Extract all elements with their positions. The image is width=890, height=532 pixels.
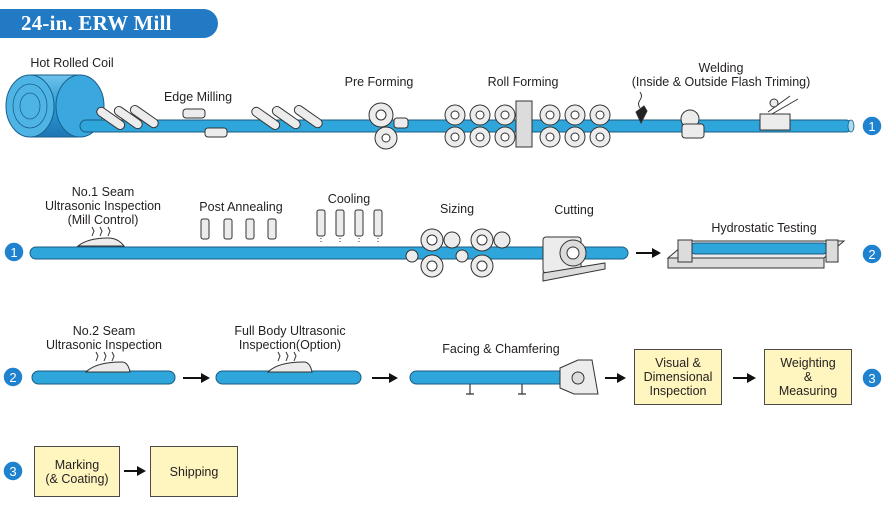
arrow-marking-to-shipping-icon (124, 466, 146, 476)
pipe-line-2 (29, 246, 629, 260)
diagram-title: 24-in. ERW Mill (21, 11, 172, 35)
label-post-annealing: Post Annealing (199, 200, 283, 214)
cooling-sprays-icon (316, 209, 383, 244)
pipe-fullbody (215, 351, 362, 385)
connector-3-start: 3 (9, 464, 16, 479)
label-roll-forming: Roll Forming (487, 75, 559, 89)
connector-2-end: 2 (868, 247, 875, 262)
post-annealing-coils-icon (200, 218, 277, 240)
label-seam2-line1: No.2 Seam (72, 324, 136, 338)
label-hydrostatic-testing: Hydrostatic Testing (711, 221, 817, 235)
hydrostatic-tester-icon (666, 239, 846, 269)
connector-3-end: 3 (868, 371, 875, 386)
label-fullbody-line2: Inspection(Option) (238, 338, 342, 352)
label-fullbody-line1: Full Body Ultrasonic (234, 324, 346, 338)
label-hot-rolled-coil: Hot Rolled Coil (30, 56, 114, 70)
label-pre-forming: Pre Forming (344, 75, 414, 89)
roll-forming-stands-icon (444, 100, 611, 148)
arrow-seam2-to-fullbody-icon (183, 373, 210, 383)
label-cooling: Cooling (327, 192, 371, 206)
label-cutting: Cutting (554, 203, 594, 217)
pre-forming-rolls-icon (368, 102, 409, 150)
connector-badges (2, 115, 883, 482)
box-weighting-measuring: Weighting & Measuring (764, 349, 852, 405)
arrow-facing-to-visual-icon (605, 373, 626, 383)
cutting-machine-icon (542, 236, 606, 282)
label-seam1-line1: No.1 Seam (71, 185, 135, 199)
edge-milling-rolls-icon (96, 104, 323, 138)
box-visual-dimensional-inspection: Visual & Dimensional Inspection (634, 349, 722, 405)
label-welding: Welding (698, 61, 744, 75)
sizing-rolls-icon (405, 228, 511, 278)
pipe-seam2 (31, 351, 176, 385)
connector-1-end: 1 (868, 119, 875, 134)
arrow-fullbody-to-facing-icon (372, 373, 398, 383)
label-seam2-line2: Ultrasonic Inspection (45, 338, 163, 352)
box-shipping: Shipping (150, 446, 238, 497)
facing-chamfering-machine-icon (409, 359, 599, 395)
arrow-visual-to-weighting-icon (733, 373, 756, 383)
label-edge-milling: Edge Milling (163, 90, 233, 104)
label-sizing: Sizing (439, 202, 475, 216)
seam1-ultrasonic-probe-icon (76, 226, 126, 247)
arrow-to-hydrostatic-icon (636, 248, 661, 258)
label-seam1-line2: Ultrasonic Inspection (44, 199, 162, 213)
label-welding-sub: (Inside & Outside Flash Triming) (631, 75, 811, 89)
welding-station-icon (635, 91, 799, 139)
steel-strip-line-1 (79, 119, 855, 133)
connector-1-start: 1 (10, 245, 17, 260)
label-seam1-line3: (Mill Control) (67, 213, 139, 227)
label-facing-chamfering: Facing & Chamfering (442, 342, 560, 356)
title-banner (0, 9, 218, 38)
connector-2-start: 2 (9, 370, 16, 385)
box-marking-coating: Marking (& Coating) (34, 446, 120, 497)
